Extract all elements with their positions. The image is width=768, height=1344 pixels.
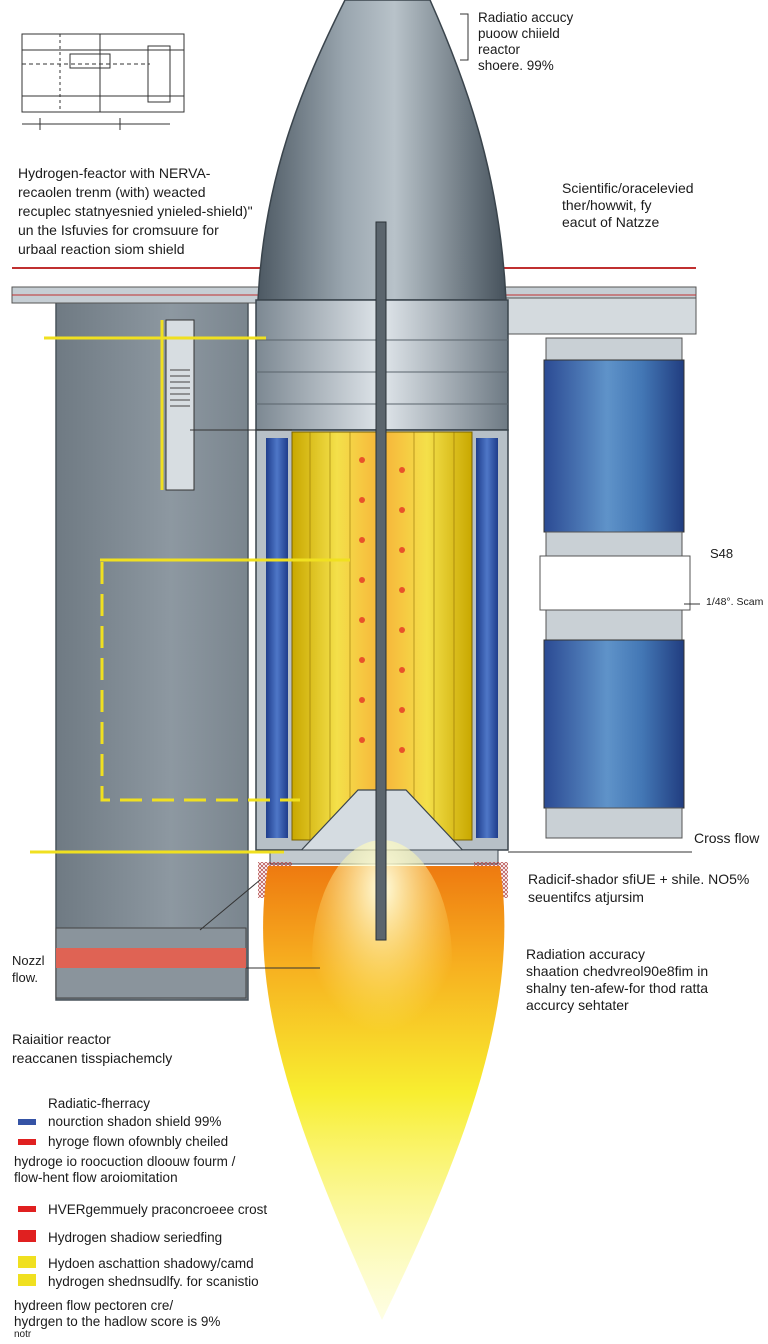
legend-swatch-yellow (18, 1274, 36, 1286)
legend-item-label: HVERgemmuely praconcroeee crost (48, 1202, 268, 1217)
legend-swatch-blue (18, 1119, 36, 1125)
legend-paragraph: hydroge io roocuction dloouw fourm / flo… (14, 1154, 236, 1185)
lower-left-note: Raiaitior reactor reaccanen tisspiachemc… (12, 1031, 173, 1066)
legend-swatch-red (18, 1206, 36, 1212)
yellow-leader-lines (30, 320, 350, 854)
legend-item-label: hydrogen shednsudlfy. for scanistio (48, 1274, 259, 1289)
left-intro-text: Hydrogen-feactor with NERVA- recaolen tr… (18, 165, 253, 257)
legend-item-label: Hydoen aschattion shadowy/camd (48, 1256, 254, 1271)
legend-item-label: hyroge flown ofownbly cheiled (48, 1134, 229, 1149)
right-flange (505, 297, 697, 335)
footer-note: hydreen flow pectoren cre/ hydrgen to th… (14, 1298, 221, 1340)
dimension-main-label: S48 (710, 546, 734, 561)
left-shield-slab (55, 299, 249, 1001)
legend-item-label: Hydrogen shadiow seriedfing (48, 1230, 223, 1245)
lower-right-note: Radiation accuracy shaation chedvreol90e… (526, 946, 709, 1013)
legend-swatch-yellow (18, 1256, 36, 1268)
blue-shield-right (476, 438, 498, 838)
legend-swatch-red (18, 1230, 36, 1242)
top-right-note: Radiatio accucy puoow chiield reactor sh… (478, 10, 574, 73)
detail-inset (21, 33, 185, 130)
blue-shield-left (266, 438, 288, 838)
legend-heading: Radiatic-fherracy (48, 1096, 151, 1111)
mid-right-note: Radicif-shador sfiUE + shile. NO5% seuen… (528, 871, 750, 905)
cross-flow-label: Cross flow (694, 830, 760, 846)
right-intro-text: Scientific/oracelevied ther/howwit, fy e… (562, 180, 694, 230)
nozzle-flow-label: Nozzl flow. (12, 953, 45, 985)
central-control-rod (375, 221, 387, 941)
right-tank-assembly (539, 337, 700, 839)
legend-item-label: nourction shadon shield 99% (48, 1114, 222, 1129)
legend-swatch-red (18, 1139, 36, 1145)
control-drum (165, 319, 195, 491)
dimension-sub-label: 1/48°. Scam (706, 596, 764, 608)
